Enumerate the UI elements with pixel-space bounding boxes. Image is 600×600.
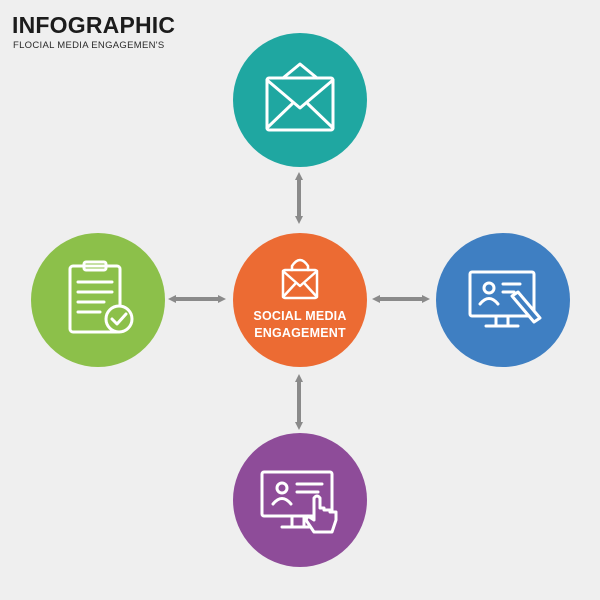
node-top-circle (233, 33, 367, 167)
monitor-profile-pen-icon (468, 270, 542, 328)
node-bottom-circle (233, 433, 367, 567)
center-label-line1: SOCIAL MEDIA (253, 309, 346, 323)
clipboard-check-icon (68, 260, 134, 334)
page-subtitle: FLOCIAL MEDIA ENGAGEMEN'S (13, 40, 165, 51)
node-bottom (233, 433, 367, 567)
node-center-circle (233, 233, 367, 367)
envelope-icon (265, 62, 335, 132)
connectors (168, 172, 430, 430)
node-top (233, 33, 367, 167)
envelope-lock-icon (281, 258, 319, 300)
node-right-circle (436, 233, 570, 367)
node-left (31, 233, 165, 367)
node-center: SOCIAL MEDIA ENGAGEMENT (233, 233, 367, 367)
monitor-profile-hand-icon (260, 470, 338, 534)
node-right (436, 233, 570, 367)
node-left-circle (31, 233, 165, 367)
page-title: INFOGRAPHIC (12, 12, 176, 38)
center-label-line2: ENGAGEMENT (254, 326, 346, 340)
